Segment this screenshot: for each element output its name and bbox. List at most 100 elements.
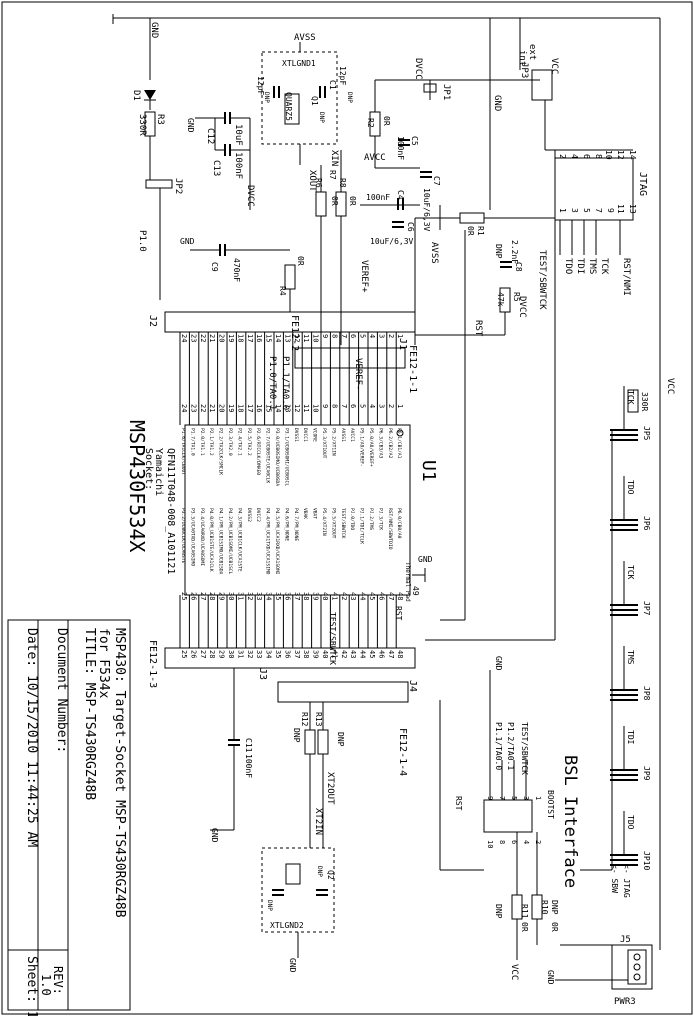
svg-text:DVCC: DVCC	[517, 296, 527, 318]
sbw-arrow-label: <- SBW	[610, 864, 619, 893]
svg-text:FE12-1-3: FE12-1-3	[147, 640, 158, 688]
u1-pin-name: P4.1/PM_UCB1SIMO/UCB1SDA	[218, 508, 224, 575]
u1-pin-name: P4.5/PM_UCA1RXD/UCA1SOMI	[274, 508, 280, 575]
header-j4: J4 FE12-1-4	[277, 680, 418, 776]
u1-pin-name: P5.2/XT1IN	[330, 428, 336, 456]
u1-pin-number: 2	[387, 404, 395, 408]
header-j1: J1 FE12-1-1	[294, 338, 418, 393]
header-pin-number: 9	[321, 334, 329, 338]
svg-text:10uF/6,3V: 10uF/6,3V	[370, 237, 414, 246]
u1-pin-name: AVSS1	[340, 428, 346, 442]
jumper-ref: JP6	[642, 516, 651, 531]
u1-net-p11: P1.1/TA0.0	[280, 356, 290, 410]
header-pin-number: 22	[199, 334, 207, 342]
u1-pin-number: 16	[255, 404, 263, 412]
header-pin-number: 27	[199, 650, 207, 658]
u1-pin-name: PJ.0/TDO	[349, 508, 355, 530]
jumper-net-label: TDO	[626, 480, 635, 495]
u1-thermal-label: Thermal Pad	[404, 562, 411, 602]
svg-text:AVSS: AVSS	[294, 33, 316, 43]
u1-vendor: Yamaichi	[153, 448, 164, 496]
svg-text:0R: 0R	[296, 256, 305, 266]
svg-text:9: 9	[606, 208, 615, 213]
u1-pin-name: P6.2/CB2/A2	[387, 428, 393, 459]
gnd-top-left: GND	[112, 14, 520, 80]
header-pin-number: 34	[265, 650, 273, 658]
svg-text:DNP: DNP	[318, 112, 325, 123]
svg-text:R12: R12	[300, 712, 309, 727]
header-pin-number: 44	[359, 650, 367, 658]
title-line2: for F534x	[96, 628, 111, 699]
header-pin-number: 14	[274, 334, 282, 342]
u1-pin-name: PJ.2/TMS	[368, 508, 374, 530]
u1-pin-number: 38	[302, 592, 310, 600]
wiring: GND P1.1/TA0.0 P1.0/TA0.1 VEREF- TEST/SB…	[267, 120, 613, 871]
svg-text:330R: 330R	[137, 114, 147, 136]
crystal-q1-block: AVSS XTLGND1 Q1 QUARZ5 DNP 12pF C1 12pF …	[256, 33, 353, 165]
svg-text:RST/NMI: RST/NMI	[621, 258, 631, 296]
u1-pin-number: 9	[321, 404, 329, 408]
svg-text:3: 3	[570, 208, 579, 213]
jumper-ref: JP10	[642, 851, 651, 870]
svg-text:XTLGND1: XTLGND1	[282, 59, 316, 68]
svg-text:P1.2/TA0.1: P1.2/TA0.1	[506, 722, 515, 770]
svg-text:GND: GND	[149, 22, 159, 38]
svg-text:P1.1/TA0.0: P1.1/TA0.0	[494, 722, 503, 770]
u1-pin-number: 17	[246, 404, 254, 412]
svg-text:C8: C8	[514, 262, 523, 272]
svg-text:6: 6	[510, 840, 518, 844]
svg-text:PWR3: PWR3	[614, 997, 636, 1007]
resistor-r3: R3 330R	[137, 111, 165, 180]
svg-text:TDI: TDI	[575, 258, 585, 274]
u1-pin-name: RST/NMI/SBWTDIO	[387, 508, 393, 550]
jtag-arrow-label: <- JTAG	[622, 864, 631, 898]
svg-text:DNP: DNP	[263, 92, 270, 103]
svg-text:RST: RST	[473, 320, 483, 337]
u1-pin-number: 10	[312, 404, 320, 412]
svg-text:J2: J2	[147, 315, 158, 327]
u1-pin-name: P3.3/UCA0TXD/UCA0SIMO	[189, 508, 195, 566]
u1-socket-part: QFN11T048-008_A101121	[165, 448, 176, 574]
u1-pin-name: P1.7/TA1.0	[189, 428, 195, 456]
svg-text:JP3: JP3	[519, 62, 529, 78]
u1-pin-name: DVSS2	[246, 508, 252, 522]
svg-text:BSL Interface: BSL Interface	[560, 755, 580, 888]
header-pin-number: 42	[340, 650, 348, 658]
u1-pin-name: P2.0/TA1.1	[199, 428, 205, 456]
svg-text:XTLGND2: XTLGND2	[270, 921, 304, 930]
svg-text:C4: C4	[396, 190, 405, 200]
u1-pin-name: P4.3/PM_UCB1CLK/UCA1STE	[236, 508, 242, 572]
title-doc-number: Document Number:	[54, 628, 69, 753]
right-jumpers: JP5TCKJP6TDOJP7TCKJP8TMSJP9TDIJP10TDO<- …	[610, 386, 651, 898]
crystal-q2-block: XTLGND2 Q2 DNP DNP GND	[261, 847, 335, 973]
svg-text:QUARZ5: QUARZ5	[284, 92, 293, 121]
header-pin-number: 5	[359, 334, 367, 338]
u1-pin-number: 35	[274, 592, 282, 600]
header-pin-number: 2	[387, 334, 395, 338]
svg-text:C12: C12	[205, 128, 215, 144]
u1-pin-name: P5.0/A8/VEREF+	[368, 428, 374, 467]
u1-pin-number: 4	[368, 404, 376, 408]
u1-ref: U1	[418, 460, 439, 482]
u1-pin-number: 18	[236, 404, 244, 412]
u1-pin-number: 33	[255, 592, 263, 600]
svg-text:VEREF+: VEREF+	[359, 260, 369, 293]
svg-text:JTAG: JTAG	[637, 172, 648, 196]
header-pin-number: 3	[377, 334, 385, 338]
u1-pin-number: 7	[340, 404, 348, 408]
u1-pin-name: P3.1/UCB0SOMI/UCB0SCL	[283, 428, 289, 486]
svg-text:10: 10	[486, 840, 494, 848]
svg-text:GND: GND	[418, 555, 433, 564]
u1-pin-name: DVSS1	[293, 428, 299, 442]
svg-text:ext: ext	[527, 44, 537, 60]
svg-text:J3: J3	[257, 668, 268, 680]
svg-text:C11: C11	[244, 738, 253, 753]
u1-pin-number: 45	[368, 592, 376, 600]
u1-pin-number: 44	[359, 592, 367, 600]
u1-pin-name: P6.0/CB0/A0	[396, 508, 402, 539]
svg-text:3: 3	[522, 796, 530, 800]
u1-pin-number: 14	[274, 404, 282, 412]
u1-pin-number: 37	[293, 592, 301, 600]
svg-text:13: 13	[628, 204, 637, 214]
